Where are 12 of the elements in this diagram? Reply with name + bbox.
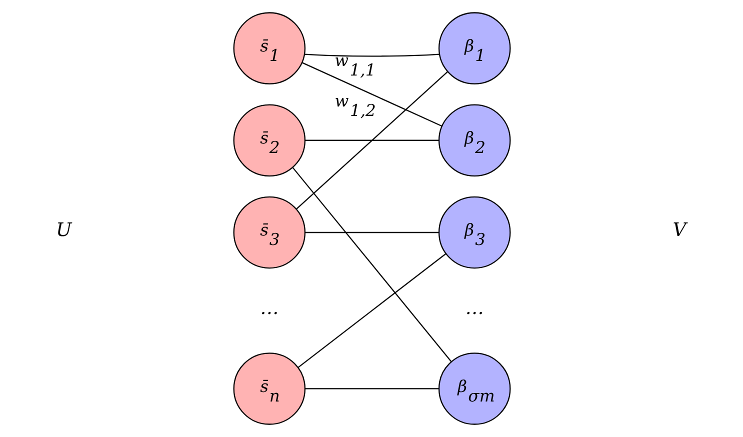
connector <box>304 388 438 390</box>
label: V <box>672 220 686 241</box>
label: … <box>260 298 278 319</box>
connector <box>295 71 448 210</box>
connector <box>304 232 438 234</box>
label: … <box>464 298 484 319</box>
connector <box>302 62 442 127</box>
connector <box>292 167 452 362</box>
label: U <box>56 220 72 241</box>
connector <box>298 253 446 368</box>
connector <box>304 54 439 57</box>
connector <box>304 140 438 141</box>
